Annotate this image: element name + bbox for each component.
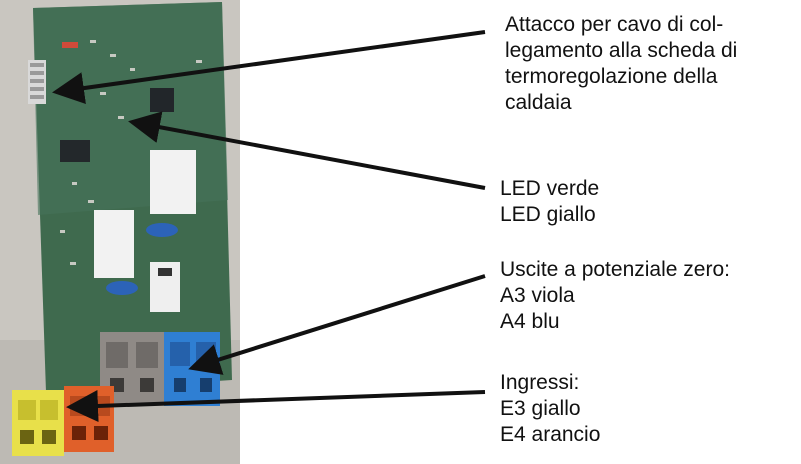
blue-capacitor-top (146, 223, 178, 237)
terminal-yellow (12, 390, 64, 456)
arrow-icon (128, 111, 486, 190)
callout-leds-line-2: LED giallo (500, 203, 596, 226)
callout-outputs-line-1: Uscite a potenziale zero: (500, 258, 730, 281)
callout-outputs-line-3: A4 blu (500, 310, 560, 333)
callout-inputs-line-1: Ingressi: (500, 371, 580, 394)
callout-connector-line-1: Attacco per cavo di col- (505, 13, 724, 36)
callout-connector-line-3: termoregolazione della (505, 65, 718, 88)
callout-connector: Attacco per cavo di col- legamento alla … (505, 12, 737, 116)
callout-inputs-line-2: E3 giallo (500, 397, 581, 420)
pin-header (28, 60, 46, 104)
callout-connector-line-4: caldaia (505, 91, 572, 114)
callout-inputs: Ingressi: E3 giallo E4 arancio (500, 370, 600, 448)
relay-bottom (94, 210, 134, 278)
callout-leds: LED verde LED giallo (500, 176, 599, 228)
arrow-icon (52, 30, 486, 104)
callout-connector-line-2: legamento alla scheda di (505, 39, 738, 62)
arrow-icon (66, 389, 486, 422)
ic-chip-top (150, 88, 174, 112)
arrow-icon (188, 274, 486, 375)
ic-chip-left (60, 140, 90, 162)
callout-outputs: Uscite a potenziale zero: A3 viola A4 bl… (500, 257, 730, 335)
blue-capacitor-bottom (106, 281, 138, 295)
top-red-component (62, 42, 78, 48)
label-sticker-mark (158, 268, 172, 276)
relay-top (150, 150, 196, 214)
callout-leds-line-1: LED verde (500, 177, 600, 200)
callout-inputs-line-3: E4 arancio (500, 423, 601, 446)
callout-outputs-line-2: A3 viola (500, 284, 575, 307)
